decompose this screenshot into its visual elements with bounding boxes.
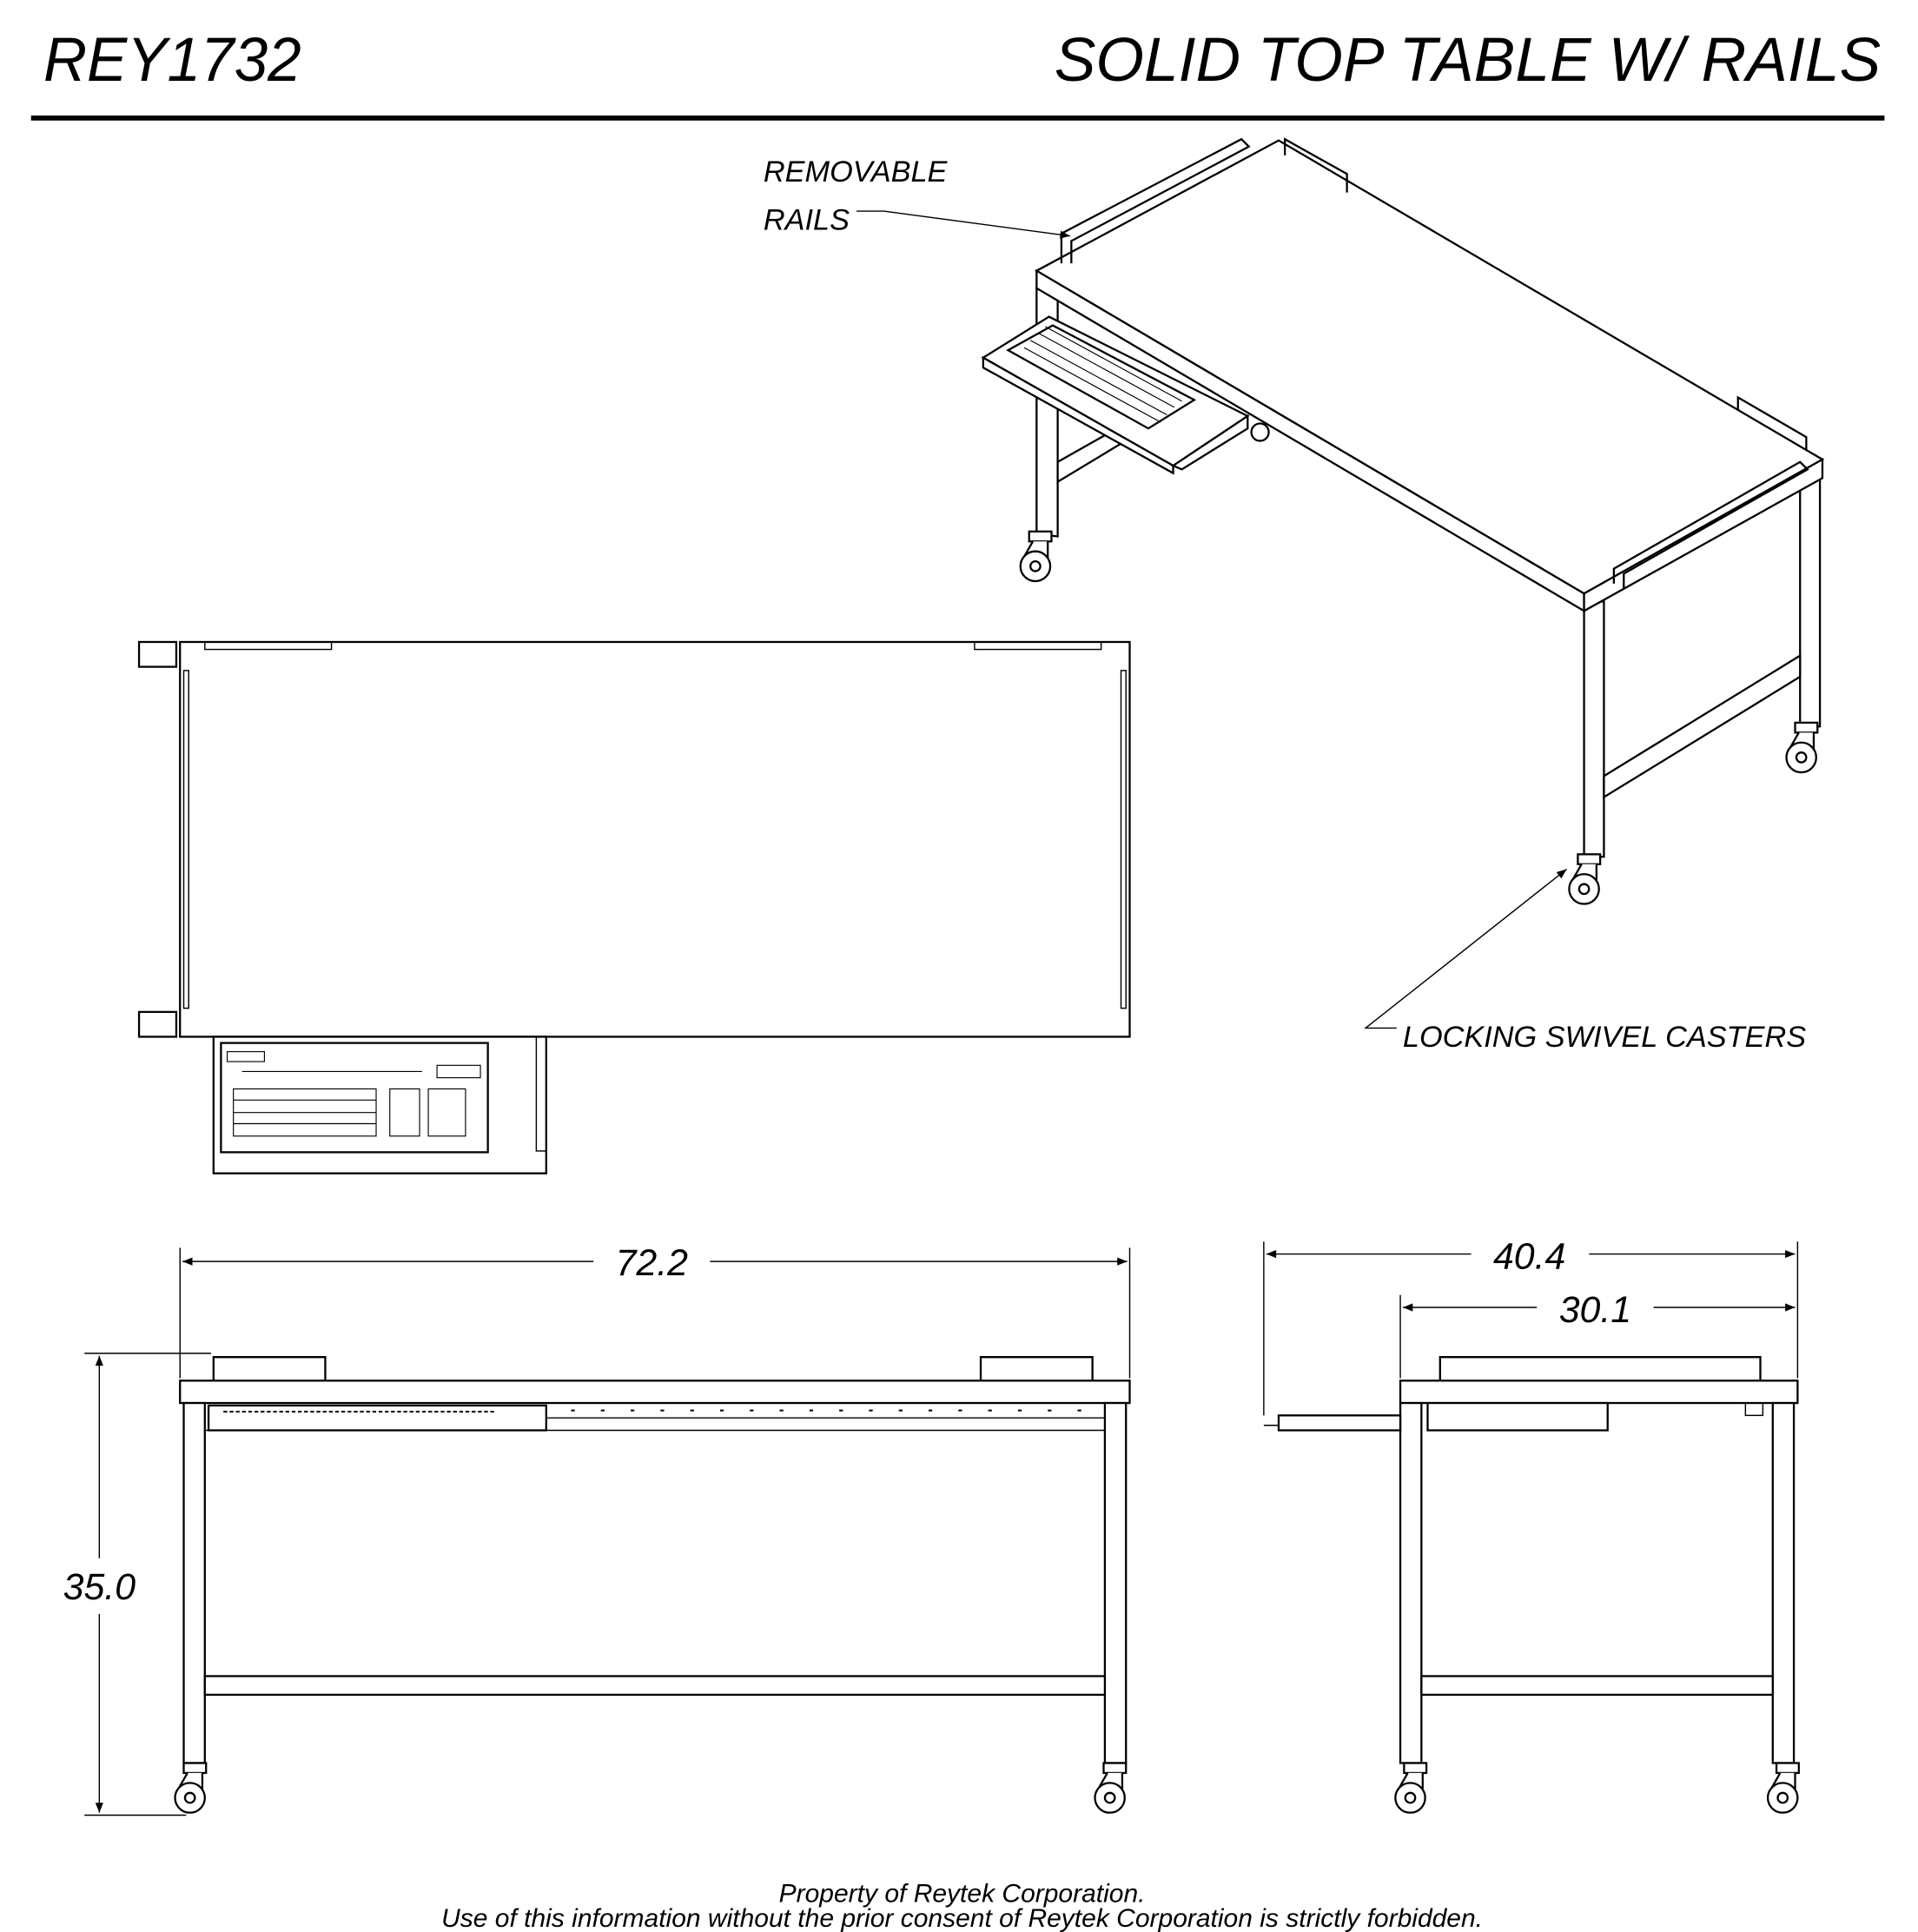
front-view xyxy=(174,1356,1131,1814)
footer-usage-notice: Use of this information without the prio… xyxy=(441,1904,1483,1932)
dim-side-overall: 40.4 xyxy=(1493,1236,1565,1278)
side-view xyxy=(1263,1356,1800,1814)
dim-height: 35.0 xyxy=(63,1566,136,1608)
dim-front-width: 72.2 xyxy=(616,1242,689,1284)
top-view xyxy=(137,640,1131,1174)
isometric-view xyxy=(981,137,1825,905)
dim-side-table: 30.1 xyxy=(1559,1289,1631,1331)
callout-removable-rails-line2: RAILS xyxy=(764,204,850,237)
callout-removable-rails-line1: REMOVABLE xyxy=(764,155,949,189)
callout-locking-swivel-casters: LOCKING SWIVEL CASTERS xyxy=(1403,1021,1806,1054)
casters-leader-line xyxy=(1363,868,1568,1029)
rails-leader-line xyxy=(856,210,1071,239)
part-number: REY1732 xyxy=(43,24,301,94)
drawing-title: SOLID TOP TABLE W/ RAILS xyxy=(1055,25,1881,95)
footer-property-notice: Property of Reytek Corporation. xyxy=(779,1880,1146,1909)
